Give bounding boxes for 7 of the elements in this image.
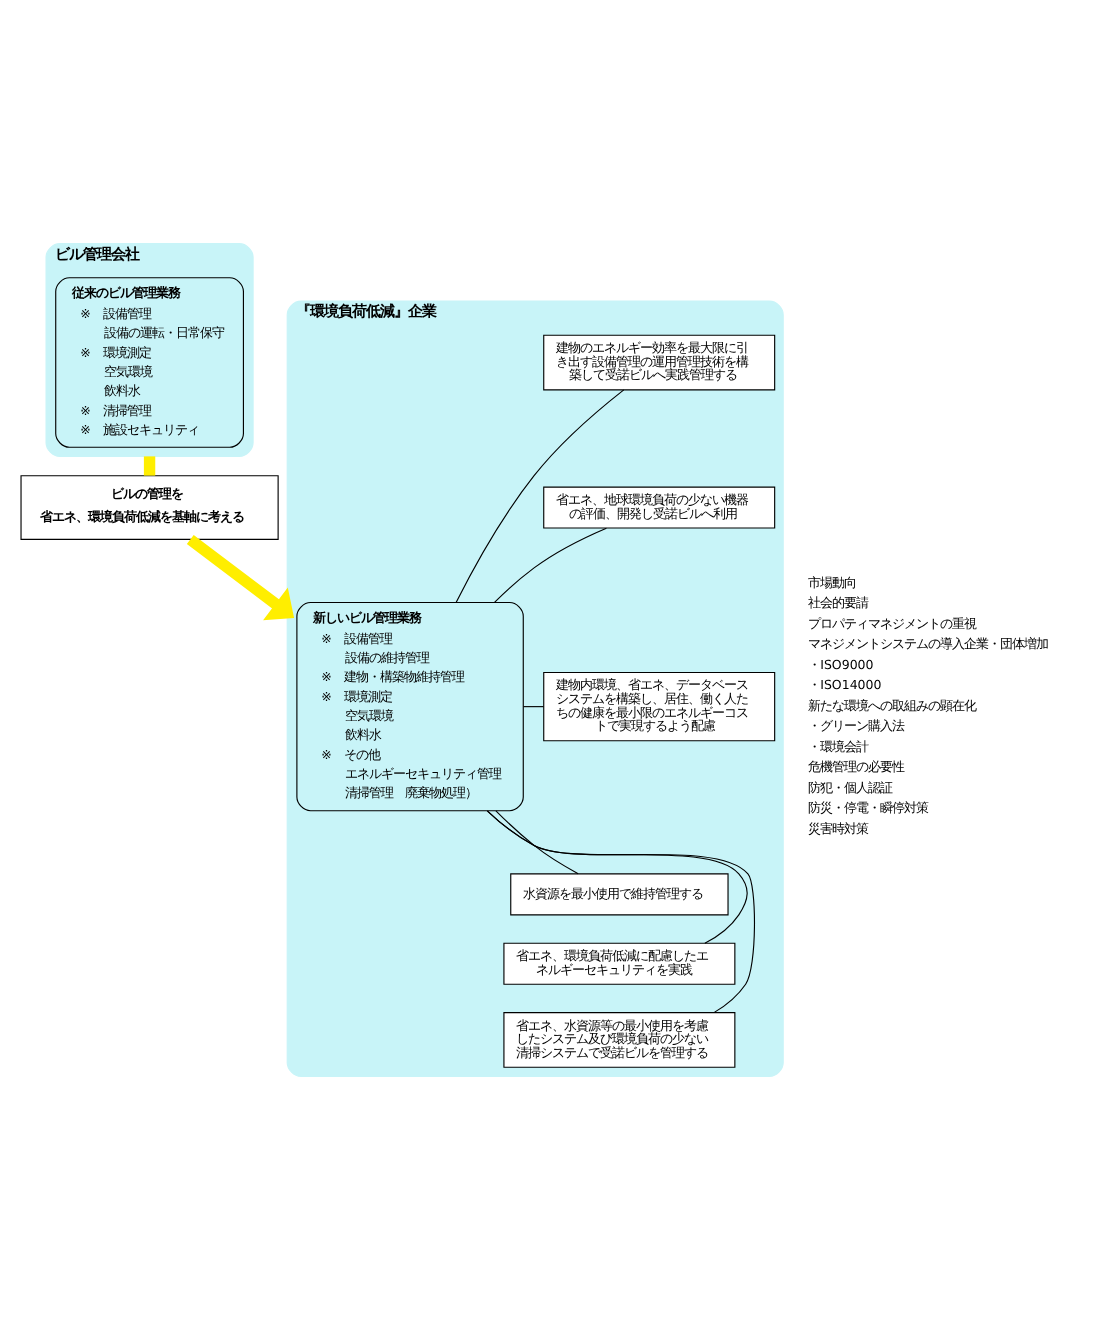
connector [486,810,756,1014]
connector [455,389,625,604]
connector [495,810,579,875]
connector [143,456,156,476]
connector [522,706,545,708]
arrow [186,534,295,621]
connector [493,527,607,603]
